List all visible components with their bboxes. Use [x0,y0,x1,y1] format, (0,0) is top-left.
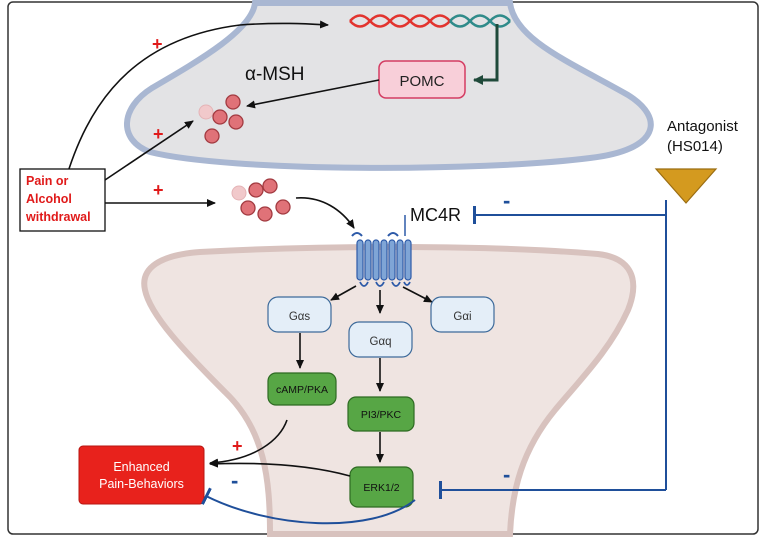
erk-box [349,466,414,508]
camp-to-outcome-arrow [209,419,288,467]
minus-sign-outcome: - [231,468,238,493]
camp-pka-label: cAMP/PKA [276,384,328,396]
gas-box [267,296,332,333]
mc4r-label: MC4R [410,205,461,225]
mc4r-receptor-icon [351,215,412,287]
erk-to-outcome-arrow [209,459,351,477]
msh-vesicle-cluster-presynaptic [198,94,244,144]
gai-box [430,296,495,333]
outcome-box [78,445,205,505]
gaq-label: Gαq [370,336,392,348]
erk-label: ERK1/2 [363,482,399,494]
minus-sign-erk: - [503,462,510,487]
trigger-to-vesicles-arrow [104,120,194,181]
mc4r-to-gas-arrow [330,285,357,301]
plus-sign-outcome: + [232,436,243,456]
trigger-line-3: withdrawal [25,210,91,224]
antagonist-name-label: (HS014) [667,138,723,155]
outcome-line-2: Pain-Behaviors [99,477,184,491]
mc4r-to-gai-arrow [402,286,433,303]
antagonist-label: Antagonist [667,118,739,135]
dna-to-pomc-arrow [473,24,499,85]
msh-to-mc4r-arrow [295,197,355,229]
trigger-line-1: Pain or [26,174,69,188]
plus-sign-release: + [153,180,164,200]
gaq-box [348,321,413,358]
pomc-to-msh-arrow [246,79,380,109]
dna-helix-icon [349,14,511,28]
antagonist-icon [654,168,718,204]
outcome-line-1: Enhanced [113,460,169,474]
gas-label: Gαs [289,311,311,323]
minus-sign-mc4r: - [503,188,510,213]
erk-to-outcome-inhibition [201,487,416,525]
trigger-to-dna-arrow [59,20,329,201]
alpha-msh-label: α-MSH [245,64,305,85]
pomc-label: POMC [400,73,445,90]
pi3-pkc-label: PI3/PKC [361,409,402,421]
plus-sign-vesicles: + [153,124,164,144]
pi3-pkc-box [347,396,415,432]
plus-sign-dna: + [152,34,163,54]
trigger-line-2: Alcohol [26,192,72,206]
msh-vesicle-cluster-released [231,178,291,222]
camp-pka-box [267,372,337,406]
gai-label: Gαi [453,311,471,323]
pomc-box [378,60,466,99]
trigger-box [19,168,106,232]
